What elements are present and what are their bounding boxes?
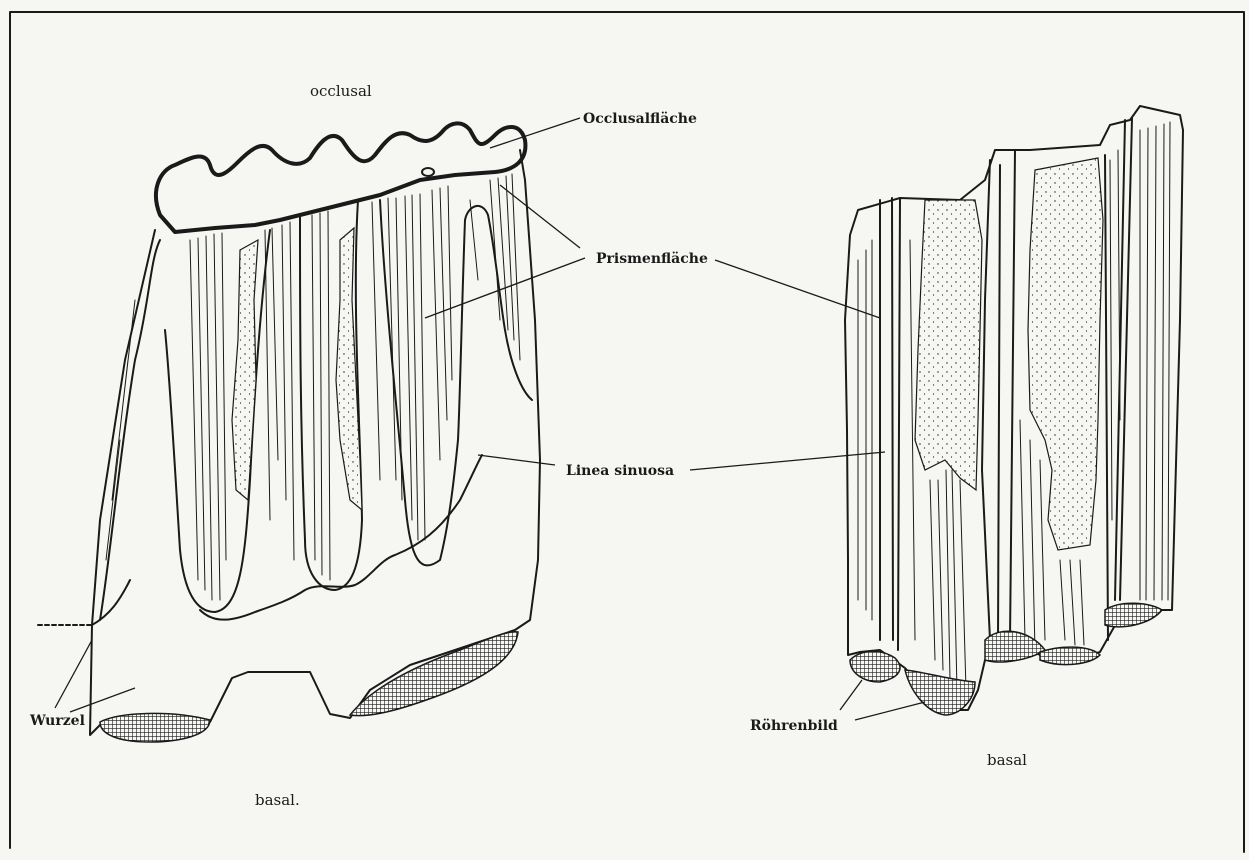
left-root-base-1 — [100, 713, 210, 742]
leader-linea-sinuosa-1 — [478, 455, 555, 465]
label-roehrenbild: Röhrenbild — [750, 718, 838, 734]
leader-occlusalflaeche — [490, 118, 580, 148]
right-base-2 — [905, 670, 975, 715]
right-base-1 — [850, 651, 900, 682]
left-prism-hatching — [106, 174, 520, 600]
leader-roehrenbild-2 — [855, 702, 925, 720]
leader-prismenflaeche-2 — [425, 258, 585, 318]
right-dentine-2 — [1028, 158, 1103, 550]
left-linea-sinuosa — [92, 455, 482, 625]
label-wurzel: Wurzel — [29, 713, 85, 729]
label-occlusalflaeche: Occlusalfläche — [583, 111, 697, 127]
right-dentine-1 — [915, 200, 982, 490]
left-occlusal-surface — [156, 123, 525, 232]
right-tooth — [845, 106, 1183, 715]
leader-roehrenbild-1 — [840, 680, 862, 710]
right-base-3 — [985, 631, 1045, 662]
leader-wurzel-2 — [70, 688, 135, 712]
left-tooth — [38, 123, 540, 742]
right-base-5 — [1105, 603, 1162, 627]
label-prismenflaeche: Prismenfläche — [596, 251, 708, 267]
leader-prismenflaeche-3 — [715, 260, 880, 318]
right-base-4 — [1040, 647, 1100, 665]
label-occlusal: occlusal — [310, 82, 372, 100]
leader-linea-sinuosa-2 — [690, 452, 885, 470]
left-prism-outline — [100, 200, 532, 620]
leader-prismenflaeche-1 — [500, 185, 580, 248]
left-root-base-2 — [350, 632, 518, 716]
label-basal-left: basal. — [255, 791, 300, 809]
left-occlusal-pit — [422, 168, 434, 176]
leader-wurzel-1 — [55, 640, 92, 708]
label-linea-sinuosa: Linea sinuosa — [566, 463, 674, 479]
label-basal-right: basal — [987, 751, 1027, 769]
left-dentine-1 — [232, 240, 258, 500]
